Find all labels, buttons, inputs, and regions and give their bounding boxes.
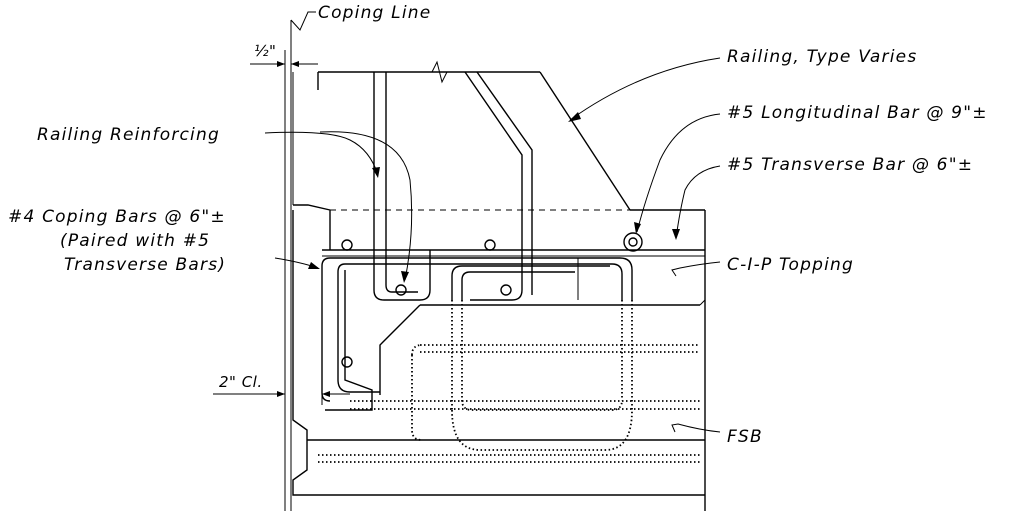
half-inch-label: ½" <box>254 42 276 60</box>
coping-line-label: Coping Line <box>318 3 431 23</box>
transverse-bar-label: #5 Transverse Bar @ 6"± <box>727 155 973 175</box>
coping-bars-label-line3: Transverse Bars) <box>64 255 226 275</box>
railing-type-label: Railing, Type Varies <box>727 47 917 67</box>
transverse-bar <box>340 257 633 300</box>
coping-bars-label-line2: (Paired with #5 <box>60 231 210 251</box>
cip-topping-label: C-I-P Topping <box>727 255 854 275</box>
coping-bars-label-line1: #4 Coping Bars @ 6"± <box>8 207 226 227</box>
clearance-label: 2" Cl. <box>219 373 263 391</box>
longitudinal-bars <box>341 232 643 368</box>
clearance-dimension <box>213 380 350 405</box>
railing-reinforcing-label: Railing Reinforcing <box>37 125 220 145</box>
fsb-strands <box>318 300 700 463</box>
longitudinal-bar-label: #5 Longitudinal Bar @ 9"± <box>727 103 988 123</box>
coping-outline <box>292 72 706 511</box>
railing-reinforcing-bars <box>373 71 533 301</box>
leaders <box>264 57 721 433</box>
coping-line <box>284 11 316 511</box>
half-inch-dimension <box>250 61 318 67</box>
fsb-label: FSB <box>727 427 763 447</box>
coping-bar <box>321 257 380 402</box>
railing <box>292 60 631 211</box>
